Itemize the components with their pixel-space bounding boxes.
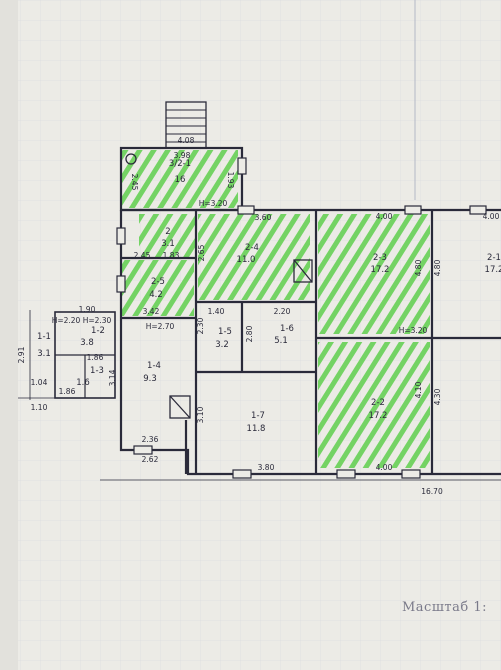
dimension-label: 2.45 [130,174,139,191]
dimension-label: 4.30 [433,388,442,405]
room-area: 16 [175,175,186,185]
dimension-label: H=2.20 [52,316,81,325]
dimension-label: 4.00 [376,212,393,221]
dimension-label: 2.20 [274,307,291,316]
grid-lines [18,0,501,670]
room-number: 2-3 [373,253,387,263]
dimension-label: 1.86 [59,387,76,396]
room-area: 17.2 [485,265,501,275]
windows [116,157,487,479]
room-area: 17.2 [369,411,388,421]
dimension-label: 1.83 [163,251,180,260]
room-number: 1-4 [147,361,161,371]
dimension-label: 1.86 [87,353,104,362]
dimension-label: 3.42 [143,307,160,316]
dimension-label: 2.65 [197,244,206,261]
dimension-label: 4.00 [483,212,500,221]
room-number: 2-1 [487,253,501,263]
room-area: 17.2 [371,265,390,275]
room-area: 11.0 [237,255,256,265]
dimension-label: 16.70 [421,487,443,496]
room-number: 1-1 [37,332,51,342]
room-area: 9.3 [143,374,157,384]
hatched-areas [122,150,430,468]
dimension-label: 4.10 [414,381,423,398]
dimension-label: 4.08 [178,136,195,145]
dimension-label: 3.60 [255,213,272,222]
room-number: 1-3 [90,366,104,376]
dimension-label: 2.91 [17,346,26,363]
room-number: 3/2-1 [169,159,191,169]
scale-note: Масштаб 1: [402,600,487,615]
stove-icon [169,395,191,419]
walls [54,101,501,476]
room-number: 1-2 [91,326,105,336]
room-number: 2 [165,227,170,237]
dimension-label: 1.40 [208,307,225,316]
room-area: 3.8 [80,338,94,348]
dimension-labels: 4.08 3.98 1.93 2.45 H=3.20 3.60 4.00 4.0… [17,136,500,496]
dimension-label: 3.10 [196,406,205,423]
room-area: 5.1 [274,336,288,346]
hatch-room-2-4 [198,214,310,300]
dimension-ticks [18,310,501,481]
dimension-label: H=2.30 [83,316,112,325]
dimension-label: 4.00 [376,463,393,472]
room-number: 2-4 [245,243,259,253]
hatch-porch [122,150,238,208]
dimension-label: 2.45 [134,251,151,260]
room-area: 4.2 [149,290,163,300]
hatch-room-2-3 [318,214,430,334]
room-area: 3.1 [37,349,51,359]
hatch-room-2-2 [318,342,430,468]
hatch-small-room [139,214,195,258]
room-labels: 3/2-1 16 2 3.1 2-5 4.2 2-4 11.0 2-3 17.2… [37,159,501,434]
room-number: 1-6 [280,324,294,334]
dimension-label: H=3.20 [199,199,228,208]
dimension-label: 2.36 [142,435,159,444]
room-number: 1-7 [251,411,265,421]
dimension-label: 1.93 [226,172,235,189]
room-area: 3.1 [161,239,175,249]
dimension-label: 4.80 [433,259,442,276]
dimension-label: 1.04 [31,378,48,387]
room-area: 11.8 [247,424,266,434]
dimension-label: 2.62 [142,455,159,464]
stoves [125,153,313,419]
dimension-label: 3.14 [108,369,117,386]
dimension-label: 2.30 [196,317,205,334]
dimension-label: 1.10 [31,403,48,412]
room-number: 2-5 [151,277,165,287]
dimension-label: 3.98 [174,151,191,160]
dimension-label: 3.80 [258,463,275,472]
dimension-label: H=3.20 [399,326,428,335]
hatch-corridor [122,260,194,316]
dimension-label: 4.80 [414,259,423,276]
room-area: 3.2 [215,340,229,350]
dimension-label: H=2.70 [146,322,175,331]
room-number: 1-5 [218,327,232,337]
stove-icon [293,259,313,283]
well-icon [125,153,137,165]
dimension-label: 2.80 [245,325,254,342]
room-number: 2-2 [371,398,385,408]
room-area: 1.6 [76,378,90,388]
dimension-label: 1.90 [79,305,96,314]
